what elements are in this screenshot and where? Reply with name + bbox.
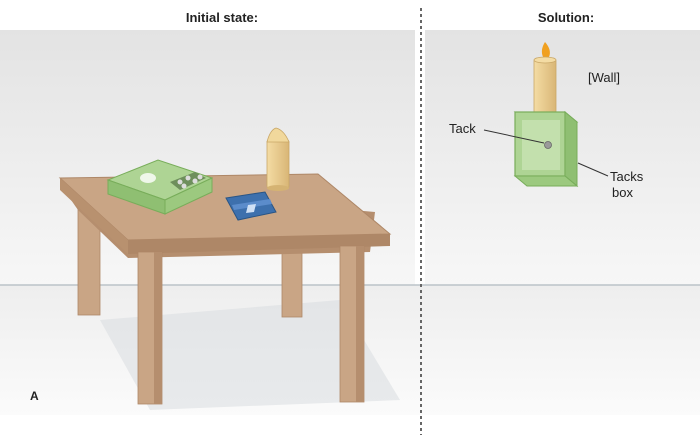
flame-icon bbox=[541, 42, 550, 60]
tacks-box-leader-line bbox=[577, 162, 609, 177]
table-leg-front-right-shade bbox=[356, 246, 364, 402]
tack-head bbox=[181, 183, 187, 189]
tack-label: Tack bbox=[449, 121, 476, 136]
table-top-left-edge bbox=[60, 178, 128, 254]
candle-on-wall bbox=[533, 42, 557, 117]
matchbook-emblem bbox=[246, 204, 256, 213]
tack-box-on-wall bbox=[513, 110, 579, 188]
table-leg-front-left-shade bbox=[154, 252, 162, 404]
candle-base bbox=[267, 185, 289, 191]
solution-title: Solution: bbox=[538, 10, 594, 25]
tack-leader-line bbox=[483, 129, 545, 144]
candle-tip bbox=[266, 127, 290, 143]
wall-label: [Wall] bbox=[588, 70, 620, 85]
tack-head bbox=[197, 174, 203, 180]
tack-box-on-table bbox=[106, 159, 214, 215]
tack-pin bbox=[544, 141, 552, 149]
tack-box-inner bbox=[522, 120, 560, 170]
tack-box-side-panel bbox=[564, 110, 578, 188]
initial-state-title: Initial state: bbox=[186, 10, 258, 25]
tack-box-bottom bbox=[513, 175, 579, 187]
tack-box-side bbox=[164, 177, 213, 215]
tack-head bbox=[177, 179, 183, 185]
table bbox=[58, 173, 400, 410]
candle-top bbox=[533, 56, 557, 64]
tacks-box-label-line1: Tacks bbox=[610, 169, 644, 184]
matchbook bbox=[225, 191, 277, 221]
table-top-front-edge bbox=[128, 234, 390, 254]
candle-body bbox=[266, 139, 290, 189]
tacks-inside bbox=[170, 172, 206, 190]
candle-on-table bbox=[266, 127, 290, 191]
panel-letter: A bbox=[30, 389, 39, 403]
tacks-box-label-line2: box bbox=[612, 185, 633, 200]
candle-body bbox=[533, 57, 557, 117]
tack-head bbox=[185, 175, 191, 181]
tack-head bbox=[192, 178, 198, 184]
table-shadow bbox=[100, 300, 400, 410]
tack-box-logo bbox=[140, 173, 156, 183]
